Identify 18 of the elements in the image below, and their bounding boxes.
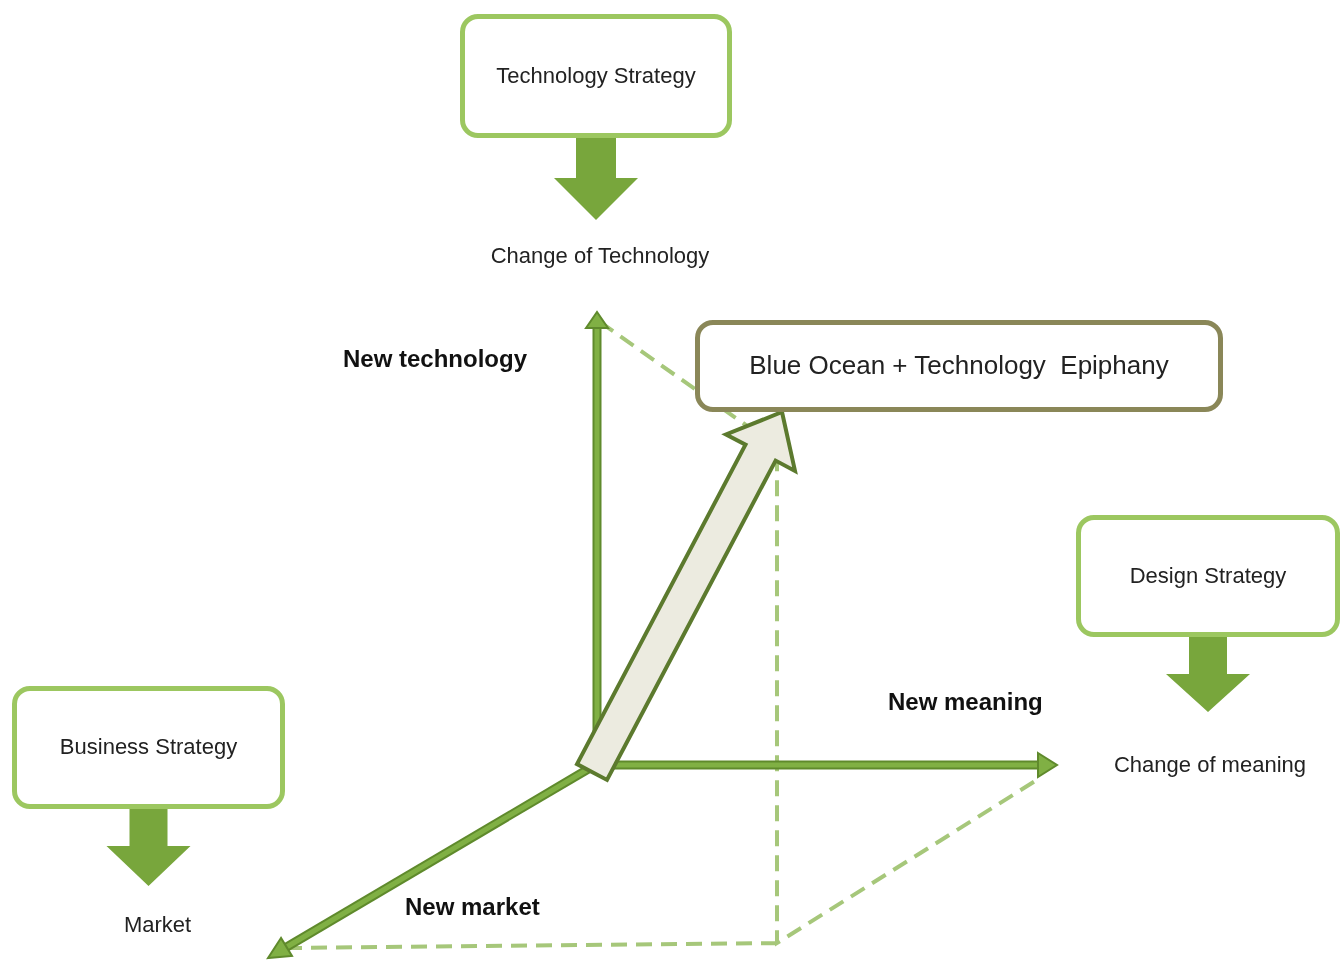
block-arrow [554, 138, 638, 220]
node-text: Change of meaning [1114, 751, 1306, 779]
axis-label: New market [405, 893, 540, 921]
block-arrow [1166, 637, 1250, 712]
node-text: Blue Ocean + Technology Epiphany [749, 350, 1169, 382]
strategy-box [1076, 515, 1340, 637]
node-text: Design Strategy [1129, 562, 1287, 590]
strategy-box [12, 686, 285, 809]
strategy-box [695, 320, 1223, 412]
node-text: Market [123, 911, 192, 939]
axis-label: New technology [343, 345, 528, 373]
block-arrow [106, 809, 191, 886]
node-text: Technology Strategy [496, 62, 696, 90]
axis-label: New meaning [888, 688, 1043, 716]
block-arrow [574, 409, 798, 783]
node-text: Change of Technology [490, 242, 710, 270]
strategy-box [460, 14, 732, 138]
node-text: Business Strategy [59, 734, 238, 761]
